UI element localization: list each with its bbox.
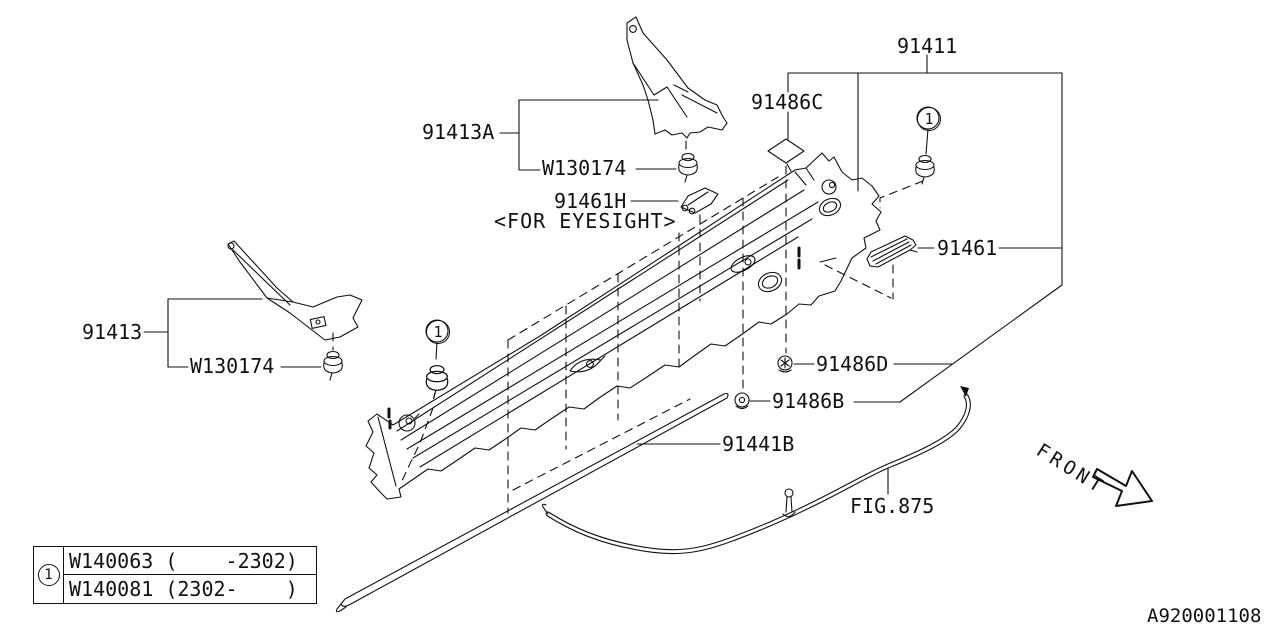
weatherstrip-drawing [335,392,729,613]
washer-hose-drawing [541,386,971,555]
eyesight-note: <FOR EYESIGHT> [494,209,677,233]
cowl-panel-drawing [365,152,882,500]
front-arrow-icon [1092,468,1153,507]
drawing-code: A920001108 [1147,605,1262,627]
table-date-range: (2302- ) [165,577,298,601]
part-label-91486D[interactable]: 91486D [816,352,889,376]
fastener-applicability-table: 1 W140063 ( -2302) W140081 (2302- ) [33,546,317,604]
table-part-number: W140063 [69,548,154,573]
table-date-range: ( -2302) [165,548,298,573]
table-callout-1: 1 [37,564,60,586]
part-label-91461[interactable]: 91461 [937,236,998,260]
bracket-91461-drawing [866,235,918,268]
clip-91486B-drawing [734,392,750,410]
table-row-w140081[interactable]: W140081 (2302- ) [64,575,316,603]
leader-lines [143,54,1063,495]
part-label-w130174-left[interactable]: W130174 [190,354,275,378]
fig-reference-label[interactable]: FIG.875 [850,494,935,518]
part-label-91486C[interactable]: 91486C [751,90,824,114]
trim-91413-drawing [227,240,363,341]
hose-clip [782,488,796,518]
clip-91486D-drawing [777,355,793,373]
grommet-callout1-right [915,154,935,185]
dashed-reference-lines [332,140,924,514]
callout-1-right-text: 1 [924,109,934,128]
table-callout-cell: 1 [34,547,64,603]
table-row-w140063[interactable]: W140063 ( -2302) [64,547,316,575]
part-label-91461H[interactable]: 91461H [554,189,627,213]
grommet-w130174-top [678,152,698,183]
part-label-91486B[interactable]: 91486B [772,389,845,413]
callout-1-right: 1 [917,107,941,131]
table-callout-1-text: 1 [44,567,53,583]
part-label-91413A[interactable]: 91413A [422,120,495,144]
bracket-91461H-drawing [680,187,719,215]
part-label-91411[interactable]: 91411 [897,34,958,58]
clip-91486C-diamond [767,138,805,172]
part-label-91441B[interactable]: 91441B [722,432,795,456]
callout-1-left: 1 [426,320,450,344]
trim-91413A-drawing [626,16,728,139]
part-label-91413[interactable]: 91413 [82,320,143,344]
table-part-number: W140081 [69,577,154,601]
grommet-w130174-left [323,350,343,381]
part-label-w130174-top[interactable]: W130174 [542,156,627,180]
callout-1-left-text: 1 [433,322,443,341]
